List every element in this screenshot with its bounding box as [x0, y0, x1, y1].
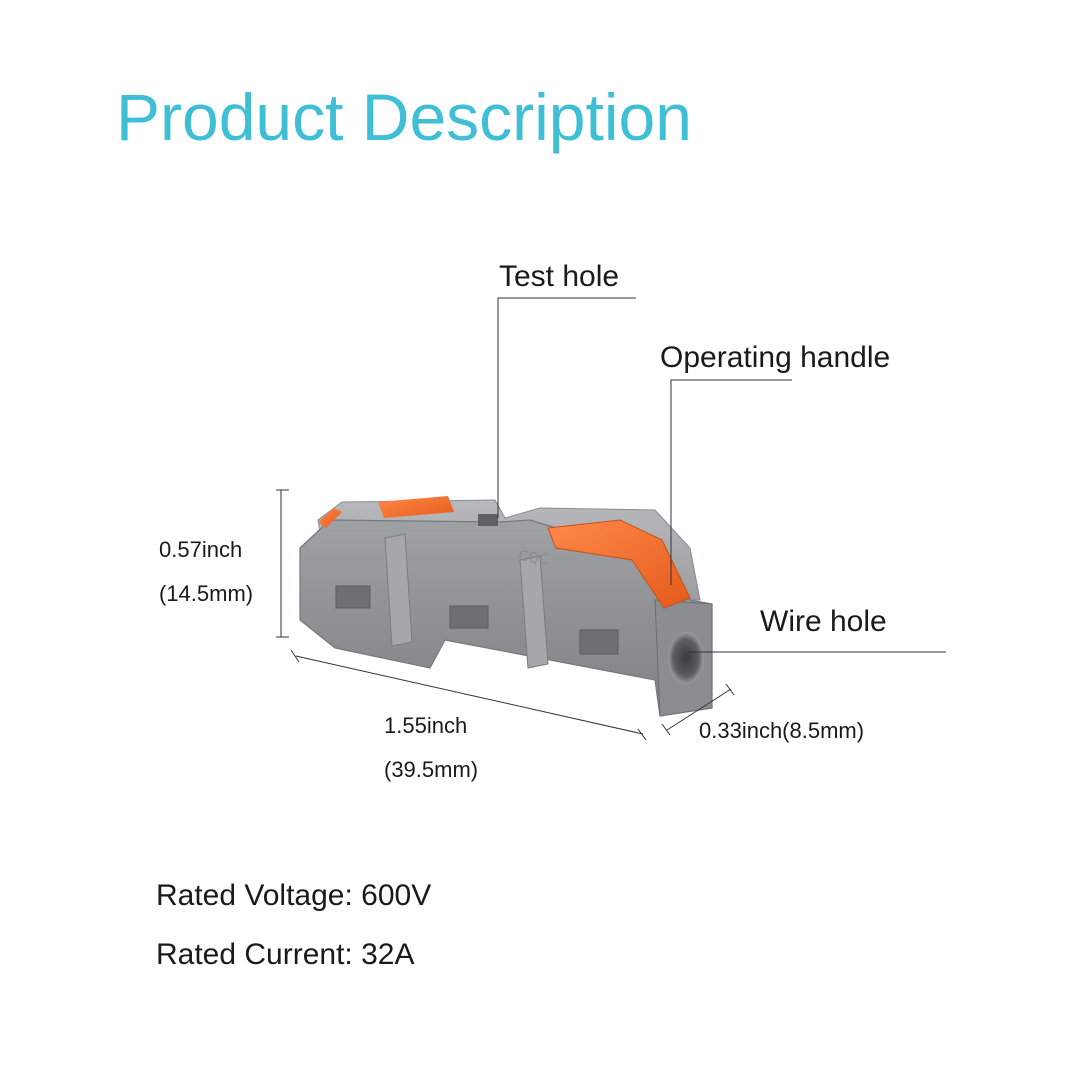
connector-product-image: CQC — [299, 496, 713, 717]
length-imperial-label: 1.55inch — [384, 713, 468, 738]
length-metric-label: (39.5mm) — [384, 757, 479, 782]
svg-text:CQC: CQC — [517, 548, 550, 568]
rated-voltage-spec: Rated Voltage: 600V — [156, 879, 432, 912]
wire-hole — [668, 632, 704, 684]
length-dimension-line — [295, 655, 644, 735]
wire-hole-label: Wire hole — [760, 605, 887, 638]
operating-handle-leader — [670, 379, 792, 585]
operating-handle — [547, 519, 691, 609]
operating-handle-label: Operating handle — [660, 341, 891, 374]
dimension-lines — [276, 489, 735, 741]
rated-current-spec: Rated Current: 32A — [156, 938, 415, 971]
test-hole-leader — [497, 297, 636, 518]
width-label: 0.33inch(8.5mm) — [699, 718, 865, 743]
handle-left — [318, 508, 342, 528]
test-hole-label: Test hole — [499, 260, 620, 293]
height-imperial-label: 0.57inch — [159, 537, 243, 562]
page-title: Product Description — [116, 80, 692, 154]
leader-lines — [497, 297, 946, 653]
height-metric-label: (14.5mm) — [159, 581, 254, 606]
width-dimension-line — [666, 688, 732, 731]
handle-top — [378, 496, 454, 518]
